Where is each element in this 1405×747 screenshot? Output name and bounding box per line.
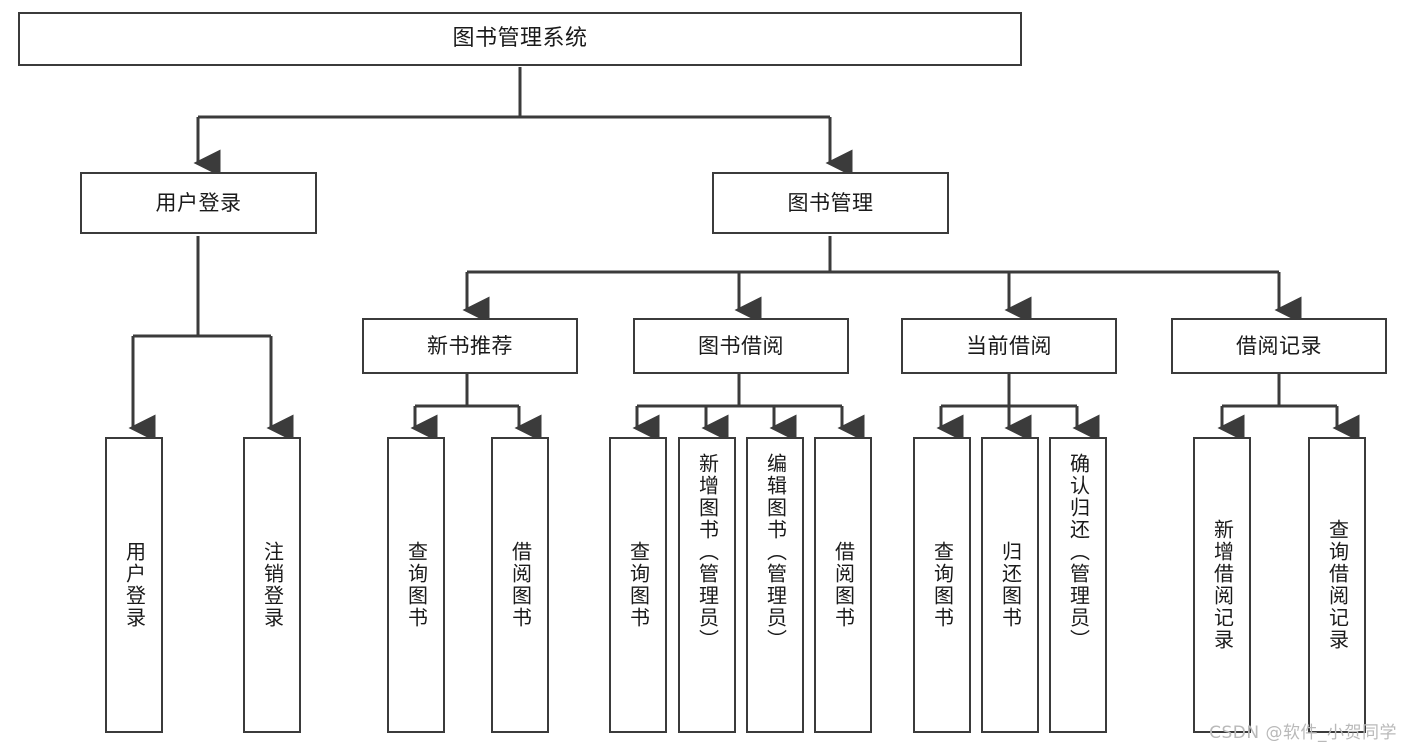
node-label: 图书借阅 bbox=[698, 333, 784, 358]
leaf-borrow-record-add-record[interactable]: 新增借阅记录 bbox=[1193, 437, 1251, 733]
node-label: 图书管理 bbox=[787, 190, 874, 215]
node-label: 用户登录 bbox=[122, 541, 147, 629]
node-label: 当前借阅 bbox=[966, 333, 1052, 358]
csdn-watermark: CSDN @软件_小贺同学 bbox=[1209, 723, 1397, 743]
leaf-book-borrow-borrow-book[interactable]: 借阅图书 bbox=[814, 437, 872, 733]
node-label: 确认归还（管理员） bbox=[1066, 453, 1091, 651]
leaf-book-borrow-query-book[interactable]: 查询图书 bbox=[609, 437, 667, 733]
node-book-management[interactable]: 图书管理 bbox=[712, 172, 949, 234]
leaf-current-borrow-confirm-return[interactable]: 确认归还（管理员） bbox=[1049, 437, 1107, 733]
node-book-borrow[interactable]: 图书借阅 bbox=[633, 318, 849, 374]
node-label: 注销登录 bbox=[260, 541, 285, 629]
node-label: 查询借阅记录 bbox=[1325, 519, 1350, 651]
leaf-book-borrow-edit-book[interactable]: 编辑图书（管理员） bbox=[746, 437, 804, 733]
node-new-book-recommend[interactable]: 新书推荐 bbox=[362, 318, 578, 374]
node-label: 借阅记录 bbox=[1236, 333, 1322, 358]
node-label: 用户登录 bbox=[155, 190, 242, 215]
node-label: 编辑图书（管理员） bbox=[763, 453, 788, 651]
node-label: 查询图书 bbox=[930, 541, 955, 629]
node-label: 查询图书 bbox=[626, 541, 651, 629]
node-book-management-system[interactable]: 图书管理系统 bbox=[18, 12, 1022, 66]
node-label: 新书推荐 bbox=[427, 333, 513, 358]
node-borrow-record[interactable]: 借阅记录 bbox=[1171, 318, 1387, 374]
leaf-user-login-logout[interactable]: 注销登录 bbox=[243, 437, 301, 733]
node-label: 借阅图书 bbox=[831, 541, 856, 629]
node-label: 新增图书（管理员） bbox=[695, 453, 720, 651]
node-label: 归还图书 bbox=[998, 541, 1023, 629]
node-label: 图书管理系统 bbox=[452, 26, 588, 52]
leaf-user-login-login[interactable]: 用户登录 bbox=[105, 437, 163, 733]
node-current-borrow[interactable]: 当前借阅 bbox=[901, 318, 1117, 374]
leaf-new-book-borrow-book[interactable]: 借阅图书 bbox=[491, 437, 549, 733]
node-label: 查询图书 bbox=[404, 541, 429, 629]
leaf-borrow-record-query-record[interactable]: 查询借阅记录 bbox=[1308, 437, 1366, 733]
node-user-login[interactable]: 用户登录 bbox=[80, 172, 317, 234]
node-label: 借阅图书 bbox=[508, 541, 533, 629]
leaf-current-borrow-return-book[interactable]: 归还图书 bbox=[981, 437, 1039, 733]
leaf-book-borrow-add-book[interactable]: 新增图书（管理员） bbox=[678, 437, 736, 733]
leaf-current-borrow-query-book[interactable]: 查询图书 bbox=[913, 437, 971, 733]
node-label: 新增借阅记录 bbox=[1210, 519, 1235, 651]
leaf-new-book-query-book[interactable]: 查询图书 bbox=[387, 437, 445, 733]
